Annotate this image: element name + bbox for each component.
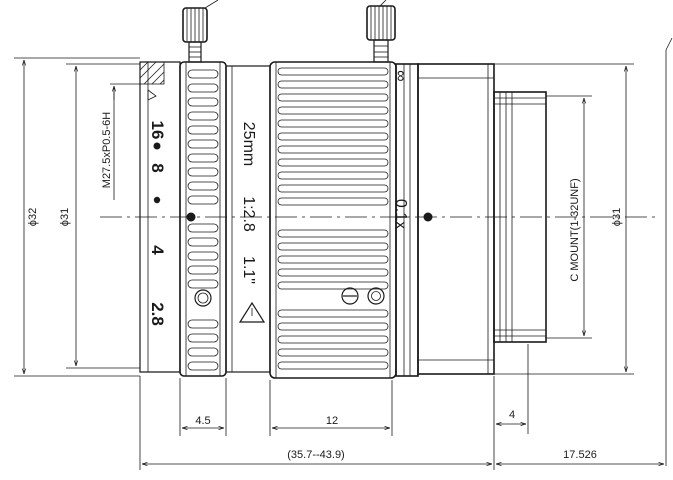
lock-screw-icon [367,287,385,305]
dim-total-length: (35.7--43.9) [139,376,492,470]
aperture-2-8: 2.8 [148,302,167,326]
svg-text:ϕ31: ϕ31 [59,208,71,226]
dim-mount-length: 4 [493,344,529,470]
svg-text:17.526: 17.526 [563,449,597,461]
aperture-4: 4 [148,245,167,255]
focus-ring [269,61,397,379]
spec-band: 25mm 1:2.8 1.1" [225,65,271,373]
svg-text:M27.5xP0.5-6H: M27.5xP0.5-6H [101,112,113,188]
svg-text:4: 4 [509,409,515,421]
svg-text:12: 12 [326,415,338,427]
aperture-spec: 1:2.8 [240,196,257,232]
svg-text:C MOUNT(1-32UNF): C MOUNT(1-32UNF) [569,178,581,281]
dim-filter-thread: M27.5xP0.5-6H [101,83,140,200]
thumb-screw-front [182,0,219,63]
rear-barrel [395,63,495,377]
focus-mark: 0.1x [392,199,409,229]
aperture-scale: 16 8 4 2.8 [148,121,167,326]
infinity-mark: ∞ [392,70,409,81]
thumb-screw-rear [366,0,396,63]
aperture-8: 8 [148,163,167,172]
dim-front-diameter: ϕ31 [59,63,140,369]
index-dot-front [186,212,196,222]
dim-ring-width: 4.5 [179,378,227,436]
svg-text:(35.7--43.9): (35.7--43.9) [287,449,344,461]
focal-length: 25mm [240,122,257,166]
svg-text:ϕ32: ϕ32 [27,208,39,226]
index-dot-rear [423,212,433,222]
dim-flange-back: 17.526 [496,449,664,464]
dim-outer-diameter: ϕ32 [14,57,140,377]
dim-rear-diameter: ϕ31 [494,63,634,375]
svg-text:4.5: 4.5 [195,415,210,427]
c-mount [493,91,547,343]
aperture-16: 16 [148,121,167,140]
dim-focus-width: 12 [269,380,393,436]
lock-screw-icon [341,287,359,305]
lock-screw-icon [194,289,212,307]
dim-c-mount: C MOUNT(1-32UNF) [546,95,592,339]
aperture-ring [179,61,227,377]
format-spec: 1.1" [240,256,257,284]
svg-text:ϕ31: ϕ31 [611,208,623,226]
warning-triangle-icon [238,301,266,323]
